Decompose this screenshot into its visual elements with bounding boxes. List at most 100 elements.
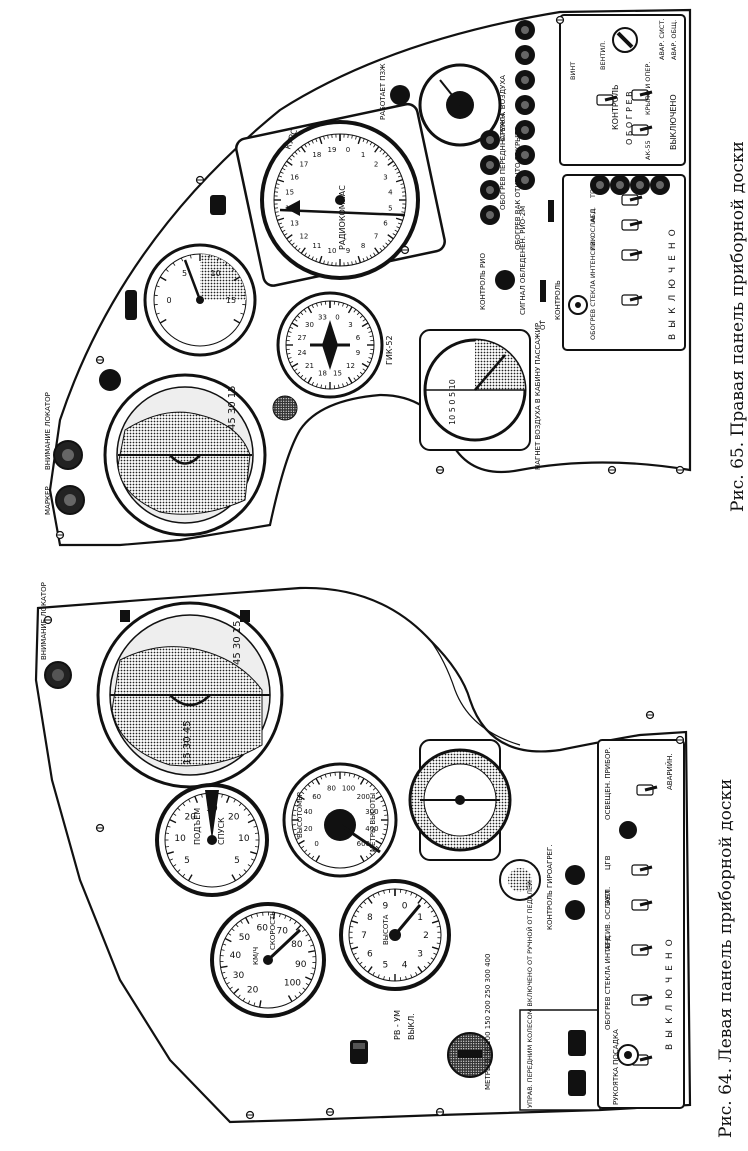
left-emergency: АВАРИЙН. [665,753,674,790]
right-attention-knob[interactable] [54,441,82,469]
right-off-row2: ВЫКЛЮЧЕНО [669,94,678,150]
gik-dial-number: 24 [298,349,307,357]
heating-fan-toggle[interactable] [548,200,554,222]
right-top-knob-4[interactable] [650,175,670,195]
rv-um-label: РВ - УМ [393,1010,402,1040]
outside-air-knob-2[interactable] [515,45,535,65]
works-pzh-lamp[interactable] [390,85,410,105]
gik-dial-number: 0 [335,313,339,321]
left-altimeter-title: ВЫСОТОМЕР [296,792,304,838]
left-glass-heating: ОБОГРЕВ СТЕКЛА ИНТЕНСИВ. ОСЛАБЛ. [604,887,612,1030]
aux-knob-3[interactable] [480,180,500,200]
radiocompass-label: РАДИОКОМПАС [338,185,347,250]
high-alt-dial-number: 5 [383,961,389,971]
radiocompass-dial-number: 1 [361,151,365,159]
vs-scale-label: 10 5 0 5 10 [448,379,457,425]
thermo-dial-number: 5 [182,269,187,278]
outside-air-knob-3[interactable] [515,70,535,90]
aux-knob-4[interactable] [480,205,500,225]
thermo-dial-number: 10 [210,269,220,278]
left-horizon-scale-bottom: 15 30 45 [182,720,193,765]
high-alt-dial-number: 0 [402,902,408,912]
outside-air-knob-4[interactable] [515,95,535,115]
right-knob-b[interactable] [125,290,137,320]
right-control-label: КОНТРОЛЬ [611,84,620,130]
right-emergency-general: АВАР. ОБЩ. [670,20,678,60]
radiocompass-dial-number: 12 [299,233,308,241]
gik-dial-number: 18 [318,369,327,377]
cabin-air-label: НАГНЕТ ВОЗДУХА В КАБИНУ ПАССАЖИР. [534,321,542,470]
high-alt-dial-number: 3 [417,949,423,959]
radiocompass-dial-number: 4 [388,188,393,196]
aux-knob-1[interactable] [480,130,500,150]
right-wing-label: КРЫЛО И ОПЕР. [644,62,652,115]
climb-dial-number: 10 [174,834,186,844]
gyro-aux-knob-1[interactable] [565,865,585,885]
rv-um-knob[interactable] [350,1040,368,1064]
aux-knob-2[interactable] [480,155,500,175]
radiocompass-dial-number: 10 [328,247,337,255]
right-vertical-speed [420,330,530,450]
radiocompass-dial-number: 11 [312,242,321,250]
gik-dial-number: 9 [356,349,360,357]
gik-dial-number: 3 [348,321,352,329]
gik-52-label: ГИК-52 [385,335,394,365]
radiocompass-dial-number: 5 [388,204,392,212]
nose-wheel-label: УПРАВ. ПЕРЕДНИМ КОЛЕСОМ ВКЛЮЧЕНО ОТ РУЧН… [525,881,534,1108]
outside-air-knob-1[interactable] [515,20,535,40]
altimeter-dial-number: 80 [327,785,336,793]
gyro-aux-knob-2[interactable] [565,900,585,920]
left-attention-locator[interactable] [45,662,71,688]
gik-dial-number: 33 [318,313,327,321]
radiocompass-dial-number: 2 [374,160,378,168]
radio-altimeter-scale: МЕТРЫ 0 50 100 150 200 250 300 400 [484,954,492,1090]
rio-control-knob[interactable] [495,270,515,290]
speed-dial-number: 50 [239,933,251,943]
outside-air-knob-7[interactable] [515,170,535,190]
climb-dial-number: 5 [234,856,240,866]
right-tpk-label: ТПК [589,184,597,199]
right-top-knob-2[interactable] [610,175,630,195]
radiocompass-dial-number: 16 [290,173,299,181]
radiocompass-dial-number: 8 [361,242,365,250]
altimeter-dial-number: 40 [304,808,313,816]
speed-dial-number: 70 [277,926,289,936]
left-speed-title: СКОРОСТЬ [269,911,277,950]
high-alt-dial-number: 1 [417,913,423,923]
speed-dial-number: 30 [233,971,245,981]
climb-dial-number: 5 [184,856,190,866]
outside-air-knob-5[interactable] [515,120,535,140]
left-instrument-light: ОСВЕЩЕН. ПРИБОР. [604,747,612,820]
gyro-control-knob[interactable] [500,860,540,900]
radiocompass-dial-number: 18 [312,151,321,159]
radiocompass-dial-number: 0 [346,146,350,154]
right-top-knob-3[interactable] [630,175,650,195]
right-avar-label: АВАР. СИСТ. [658,19,666,60]
outside-air-knob-6[interactable] [515,145,535,165]
gik-dial-number: 30 [305,321,314,329]
speed-dial-number: 90 [295,960,307,970]
rio-control-label: КОНТРОЛЬ РИО [479,253,487,310]
left-panel: ВНИМАНИЕ ЛОКАТОР 45 30 15 15 30 45 51020… [36,582,690,1122]
radiocompass-dial-number: 3 [383,173,387,181]
high-alt-dial-number: 4 [402,961,408,971]
altimeter-dial-number: 100 [342,785,355,793]
altimeter-dial-number: 60 [312,793,321,801]
gik-dial-number: 27 [298,334,307,342]
right-knob-c[interactable] [99,369,121,391]
high-alt-dial-number: 9 [383,902,389,912]
rio-toggle[interactable] [540,280,546,302]
gik-dial-number: 21 [305,362,314,370]
right-marker-knob[interactable] [56,486,84,514]
rv-um-off-label: ВЫКЛ. [407,1013,416,1040]
right-knob-a[interactable] [210,195,226,215]
right-gik-label: ГИК [589,236,597,250]
radiocompass-dial-number: 17 [299,160,308,168]
right-knob-d[interactable] [273,396,297,420]
rio-off-label: ОТ [539,319,547,330]
